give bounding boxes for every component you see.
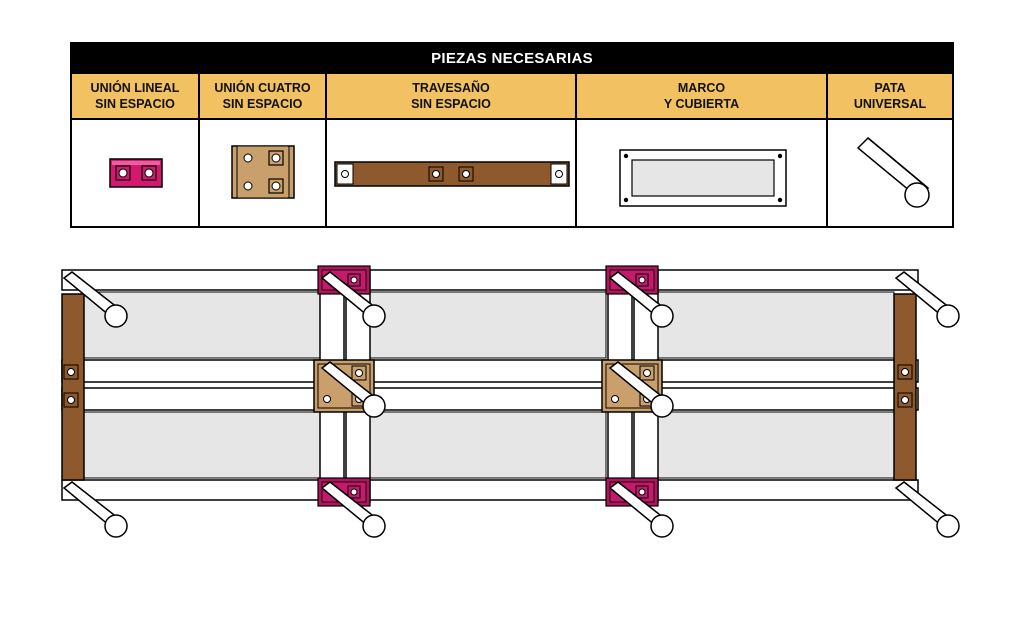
universal-leg-icon (856, 136, 930, 208)
crossbar-icon (334, 161, 570, 187)
middle-crossbar-upper (61, 359, 919, 383)
assembly-diagram (61, 265, 960, 538)
cover-panels (83, 291, 895, 479)
bottom-crossbar (61, 479, 919, 501)
parts-table-title: PIEZAS NECESARIAS (72, 44, 952, 74)
part-column-frame-cover: MARCO Y CUBIERTA (577, 74, 828, 228)
part-column-universal-leg: PATA UNIVERSAL (828, 74, 952, 228)
part-column-four-way-union: UNIÓN CUATRO SIN ESPACIO (200, 74, 327, 228)
top-crossbar (61, 269, 919, 291)
part-label-linear-union: UNIÓN LINEAL SIN ESPACIO (72, 74, 198, 120)
part-label-universal-leg: PATA UNIVERSAL (828, 74, 952, 120)
part-column-crossbar: TRAVESAÑO SIN ESPACIO (327, 74, 577, 228)
four-way-union-icon (231, 145, 295, 199)
middle-crossbar-lower (61, 387, 919, 411)
parts-table: PIEZAS NECESARIAS UNIÓN LINEAL SIN ESPAC… (70, 42, 954, 228)
end-crossbar-left (61, 293, 85, 481)
linear-union-icon (109, 158, 163, 188)
part-column-linear-union: UNIÓN LINEAL SIN ESPACIO (72, 74, 200, 228)
part-label-frame-cover: MARCO Y CUBIERTA (577, 74, 826, 120)
part-label-four-way-union: UNIÓN CUATRO SIN ESPACIO (200, 74, 325, 120)
end-crossbar-right (893, 293, 917, 481)
frame-cover-icon (619, 149, 787, 207)
part-label-crossbar: TRAVESAÑO SIN ESPACIO (327, 74, 575, 120)
